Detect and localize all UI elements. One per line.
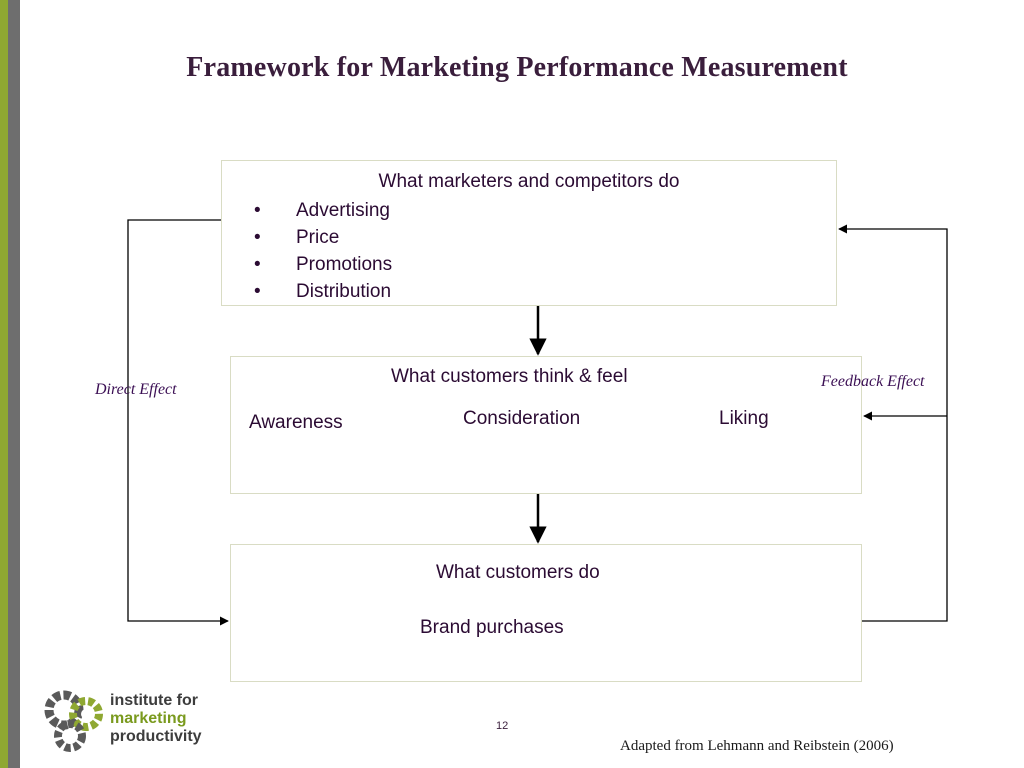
slide-number: 12: [496, 720, 509, 732]
logo-line-marketing: marketing: [110, 710, 187, 727]
direct-effect-connector: [127, 219, 229, 626]
stage-consideration: Consideration: [463, 408, 581, 429]
list-item: Price: [254, 224, 392, 251]
logo-line-productivity: productivity: [110, 728, 202, 745]
customer-behavior-heading: What customers do: [436, 562, 600, 583]
citation-text: Adapted from Lehmann and Reibstein (2006…: [620, 738, 894, 754]
logo-line-institute: institute for: [110, 692, 198, 709]
customer-mindset-heading: What customers think & feel: [391, 366, 628, 387]
marketer-actions-box: What marketers and competitors do Advert…: [221, 160, 837, 306]
list-item: Advertising: [254, 197, 392, 224]
left-gray-bar: [8, 0, 20, 768]
customer-behavior-box: What customers do Brand purchases: [230, 544, 862, 682]
feedback-effect-label: Feedback Effect: [821, 373, 925, 390]
imp-logo-text: institute for marketing productivity: [110, 692, 202, 746]
brand-purchases-label: Brand purchases: [420, 617, 564, 638]
stage-liking: Liking: [719, 408, 769, 429]
list-item: Promotions: [254, 251, 392, 278]
feedback-effect-connector: [838, 224, 948, 622]
slide-title: Framework for Marketing Performance Meas…: [186, 52, 848, 83]
imp-logo-icon: [44, 690, 103, 752]
left-accent-bar: [0, 0, 8, 768]
stage-awareness: Awareness: [249, 412, 343, 433]
marketer-actions-list: Advertising Price Promotions Distributio…: [254, 197, 392, 305]
customer-mindset-box: What customers think & feel Awareness Co…: [230, 356, 862, 494]
list-item: Distribution: [254, 278, 392, 305]
direct-effect-label: Direct Effect: [95, 381, 177, 398]
marketer-actions-heading: What marketers and competitors do: [378, 171, 680, 192]
